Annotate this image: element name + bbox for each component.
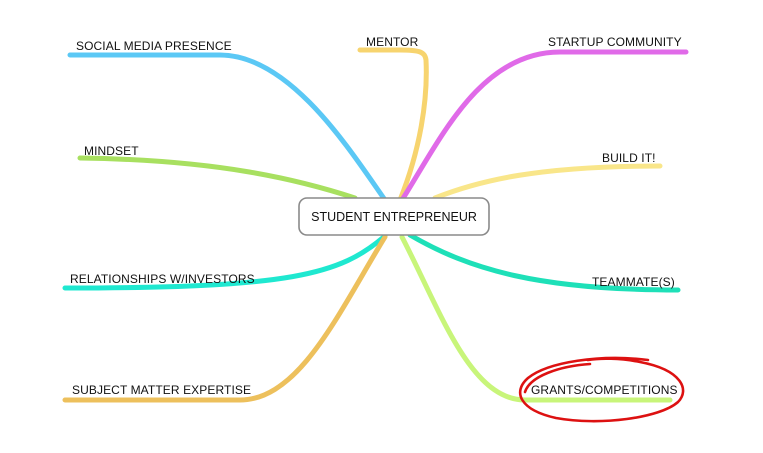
branch-line-grants-competitions — [399, 234, 673, 403]
central-node: STUDENT ENTREPRENEUR — [298, 197, 490, 236]
branch-line-relationships-w-investors — [62, 233, 388, 291]
branch-line-mentor — [357, 47, 429, 203]
branch-label-teammates: TEAMMATE(S) — [592, 275, 675, 289]
branch-line-startup-community — [399, 49, 689, 203]
highlight-circle-stroke-inner — [523, 362, 592, 394]
branch-label-mentor: MENTOR — [366, 35, 419, 49]
branch-label-mindset: MINDSET — [84, 144, 139, 158]
branch-label-build-it: BUILD IT! — [602, 151, 656, 165]
branch-line-teammates — [407, 232, 681, 293]
branch-line-mindset — [77, 155, 358, 201]
branch-label-grants-competitions: GRANTS/COMPETITIONS — [531, 383, 678, 397]
highlight-circle — [518, 356, 685, 423]
branch-line-build-it — [432, 163, 663, 201]
highlight-circle-stroke-outer — [518, 356, 685, 423]
branch-label-subject-matter-expertise: SUBJECT MATTER EXPERTISE — [72, 383, 251, 397]
branch-label-social-media-presence: SOCIAL MEDIA PRESENCE — [76, 39, 232, 53]
branch-line-subject-matter-expertise — [62, 234, 388, 403]
central-node-box — [298, 197, 490, 236]
central-node-label: STUDENT ENTREPRENEUR — [311, 210, 477, 224]
branch-label-relationships-w-investors: RELATIONSHIPS W/INVESTORS — [70, 272, 255, 286]
branch-line-social-media-presence — [67, 52, 388, 203]
branch-label-startup-community: STARTUP COMMUNITY — [548, 35, 682, 49]
